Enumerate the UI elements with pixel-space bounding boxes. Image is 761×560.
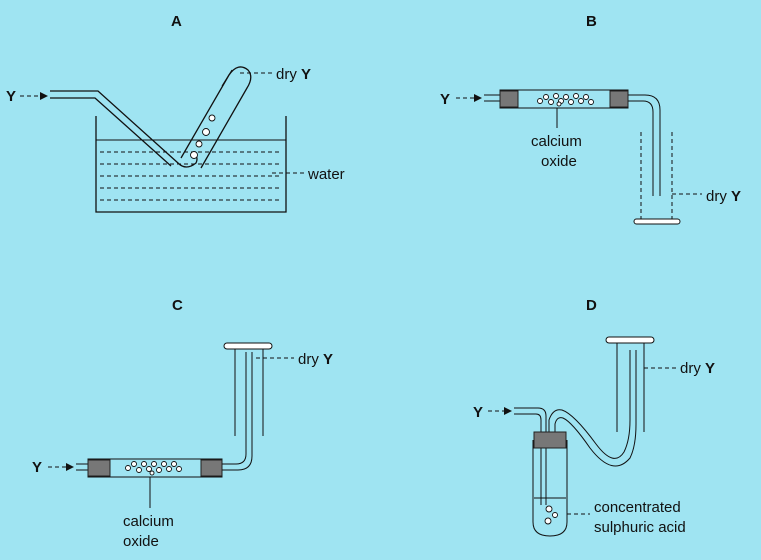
gas-label-y-inlet-a: Y (6, 88, 16, 105)
label-concentrated: concentrated (594, 499, 681, 516)
arrow-head-b (474, 94, 482, 102)
label-dry-y-c: dry Y (298, 351, 333, 368)
label-oxide-b: oxide (541, 153, 577, 170)
outlet-tube-d (548, 350, 631, 459)
calcium-oxide-granules-c (125, 461, 182, 476)
arrow-head-c (66, 463, 74, 471)
inlet-tube-d (514, 407, 547, 505)
tube-rim-c (223, 342, 273, 350)
label-oxide-c: oxide (123, 533, 159, 550)
label-calcium-c: calcium (123, 513, 174, 530)
trough (95, 116, 287, 213)
stopper-right-c (200, 459, 223, 477)
water-dashes (100, 151, 282, 201)
delivery-tube-inner-a (50, 97, 172, 167)
arrow-head-d (504, 407, 512, 415)
gas-bubbles-d (544, 505, 558, 525)
stopper-right-b (609, 90, 629, 108)
label-c: C (172, 297, 183, 314)
label-dry-y-a: dry Y (276, 66, 311, 83)
label-a: A (171, 13, 182, 30)
label-dry-y-b: dry Y (706, 188, 741, 205)
apparatus-a: A Y dry Y water (6, 13, 345, 213)
delivery-tube-outer-a (50, 90, 198, 168)
tube-rim-b (633, 218, 681, 225)
label-calcium-b: calcium (531, 133, 582, 150)
outlet-tube-c (222, 352, 247, 465)
collecting-tube-a (180, 66, 252, 169)
arrow-head-a (40, 92, 48, 100)
tube-highlight-a (221, 69, 233, 87)
stopper-d (533, 431, 567, 449)
label-b: B (586, 13, 597, 30)
label-sulphuric-acid: sulphuric acid (594, 519, 686, 536)
apparatus-b: B Y calcium oxide dry Y (440, 13, 741, 225)
stopper-left-b (499, 90, 519, 108)
label-d: D (586, 297, 597, 314)
apparatus-c: C Y calcium oxide dry Y (32, 297, 333, 550)
calcium-oxide-granules-b (537, 93, 594, 107)
outlet-tube-b (628, 94, 661, 196)
gas-label-y-inlet-d: Y (473, 404, 483, 421)
tube-rim-d (605, 336, 655, 344)
stopper-left-c (87, 459, 111, 477)
apparatus-d: D Y dry Y concentrated sulphuric acid (473, 297, 715, 537)
gas-label-y-inlet-c: Y (32, 459, 42, 476)
gas-bubbles-a (190, 114, 216, 159)
wash-tube-d (532, 440, 568, 537)
gas-label-y-inlet-b: Y (440, 91, 450, 108)
label-dry-y-d: dry Y (680, 360, 715, 377)
label-water: water (307, 166, 345, 183)
